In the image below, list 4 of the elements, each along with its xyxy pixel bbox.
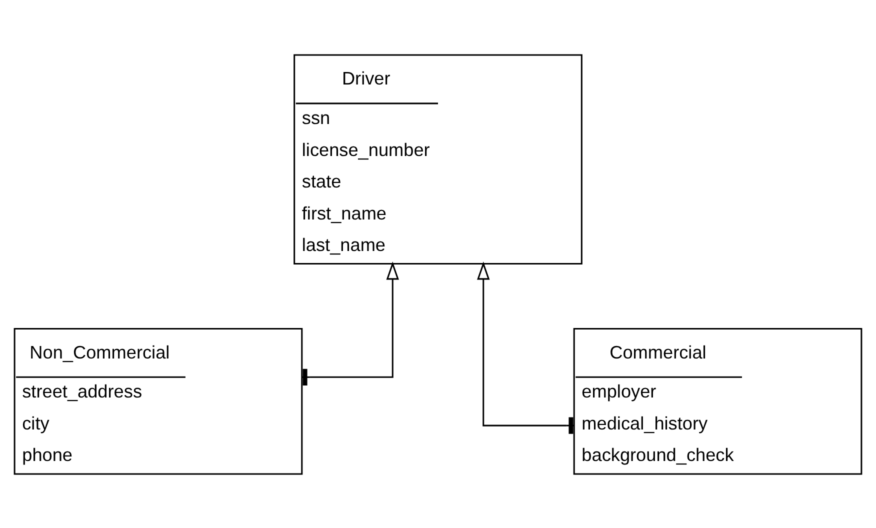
arrow	[302, 261, 399, 385]
node-box: Commercial employer medical_history background_check	[573, 328, 862, 474]
node-box: Non_Commercial street_address city phone	[14, 328, 303, 474]
arrow	[477, 261, 574, 434]
